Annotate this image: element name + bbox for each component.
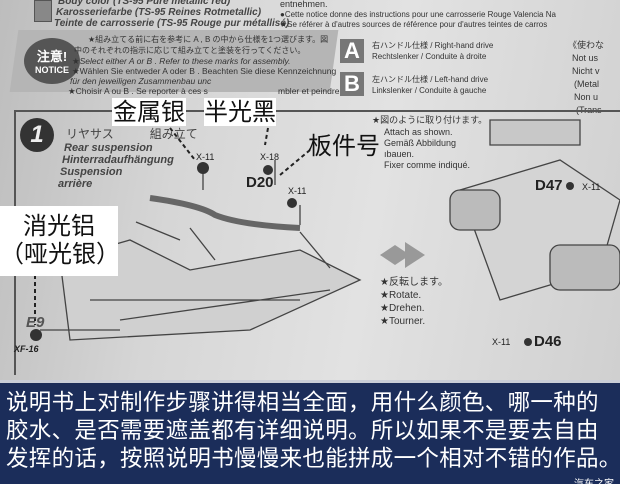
top-right-line: ★Se référer à d'autres sources de référe… [280,20,548,29]
option-b-line: Linkslenker / Conduite à gauche [372,86,487,95]
top-right-line: entnehmen. [280,0,328,9]
rotate-note-line: ★Drehen. [380,303,425,314]
label-semi-gloss-black: 半光黑 [204,98,276,126]
notice-line: mbler et peindre. [278,86,342,96]
caption-line: 说明书上对制作步骤讲得相当全面，用什么颜色、哪一种的 [6,390,599,416]
label-part-number: 板件号 [308,132,380,160]
option-a-line: Rechtslenker / Conduite à droite [372,52,487,61]
attach-note-line: Gemäß Abbildung [384,138,457,148]
notice-line: ★Select either A or B . Refer to these m… [72,56,291,66]
option-b-box: B [340,72,364,96]
rotate-note-line: ★Tourner. [380,316,426,327]
preview-drawing [489,119,581,146]
paint-bottle-icon [34,0,52,22]
rotate-arrow-icon [380,242,425,268]
label-flat-aluminum: 消光铝 （哑光银） [0,206,120,276]
part-xf16: XF-16 [14,344,39,354]
part-d46 [549,244,620,291]
step-title-jp: リヤサス 組み立て [66,127,198,141]
right-col-line: 《使わな [568,40,605,50]
chassis-lines [90,289,331,321]
notice-line: ★Wählen Sie entweder A oder B . Beachten… [72,66,337,76]
part-x11: X-11 [196,152,215,162]
suspension-arms [135,221,331,269]
attach-note-line: ıbauen. [384,149,415,159]
label-flat-aluminum-line: 消光铝 [23,212,95,240]
option-a-box: A [340,39,364,63]
paint-dot-icon [197,162,209,174]
notice-line: für den jeweiligen Zusammenbau unc [70,76,212,86]
part-x18: X-18 [260,152,280,162]
step-title-line: Hinterradaufhängung [62,154,174,166]
paint-dot-icon [524,338,532,346]
part-d47: D47 [535,177,563,194]
step-title-line: Rear suspension [64,142,153,154]
label-flat-aluminum-line: （哑光银） [0,240,120,268]
annotation-arrow [279,149,311,176]
part-d46: D46 [534,333,562,350]
part-d20: D20 [246,174,274,191]
annotation-arrow [169,127,196,161]
attach-note-line: ★図のように取り付けます。 [372,115,488,125]
caption-line: 胶水、是否需要遮盖都有详细说明。所以如果不是要去自由 [6,418,599,444]
step-title-line: arrière [58,178,93,190]
notice-badge-jp: 注意! [36,49,68,64]
label-metal-silver: 金属银 [112,98,186,126]
notice-badge-en: NOTICE [34,65,69,75]
body-color-fr: Teinte de carrosserie (TS-95 Rouge pur m… [54,18,290,29]
notice-badge: 注意! NOTICE [24,38,80,84]
stabilizer-bar [149,195,301,231]
body-color-en: Body color (TS-95 Pure metallic red) [58,0,231,7]
assembly-drawing [30,119,620,346]
body-color-de: Karosseriefarbe (TS-95 Reines Rotmetalli… [56,7,262,18]
watermark: 汽车之家 [574,475,614,484]
paint-dot-icon [287,198,297,208]
part-x11: X-11 [582,182,601,192]
rotate-note-line: ★反転します。 [380,277,448,288]
attach-note-line: Attach as shown. [384,127,453,137]
rotate-note-line: ★Rotate. [380,290,422,301]
part-e9: E9 [26,314,45,331]
notice-line: 中のそれぞれの指示に応じて組み立てと塗装を行ってください。 [74,46,306,55]
right-col-line: Non u [574,92,599,102]
top-right-line: ●Cette notice donne des instructions pou… [280,10,556,19]
notice-line: ★Choisir A ou B . Se reporter à ces s [68,86,208,96]
option-a-line: 右ハンドル仕様 / Right-hand drive [372,41,494,50]
right-col-line: (Metal [574,79,600,89]
right-col-line: Not us [572,53,599,63]
caption-line: 发挥的话，按照说明书慢慢来也能拼成一个相对不错的作品。 [6,446,620,472]
notice-line: ★組み立てる前に右を参考に A , B の中から仕様を1つ選びます。図 [88,35,329,44]
step-title-line: Suspension [60,166,123,178]
paint-dot-icon [30,329,42,341]
option-b-line: 左ハンドル仕様 / Left-hand drive [372,75,489,84]
part-d47 [449,189,501,231]
right-col-line: Nicht v [572,66,600,76]
annotation-arrow [264,127,269,146]
manual-photo: Body color (TS-95 Pure metallic red) Kar… [0,0,620,380]
caption-panel: 说明书上对制作步骤讲得相当全面，用什么颜色、哪一种的 胶水、是否需要遮盖都有详细… [0,380,620,484]
attach-note-line: Fixer comme indiqué. [384,160,471,170]
part-x11: X-11 [492,337,511,347]
paint-dot-icon [566,182,574,190]
part-x11: X-11 [288,186,307,196]
paint-dot-icon [263,165,273,175]
leader-lines [40,160,301,331]
step-number: 1 [20,118,54,152]
